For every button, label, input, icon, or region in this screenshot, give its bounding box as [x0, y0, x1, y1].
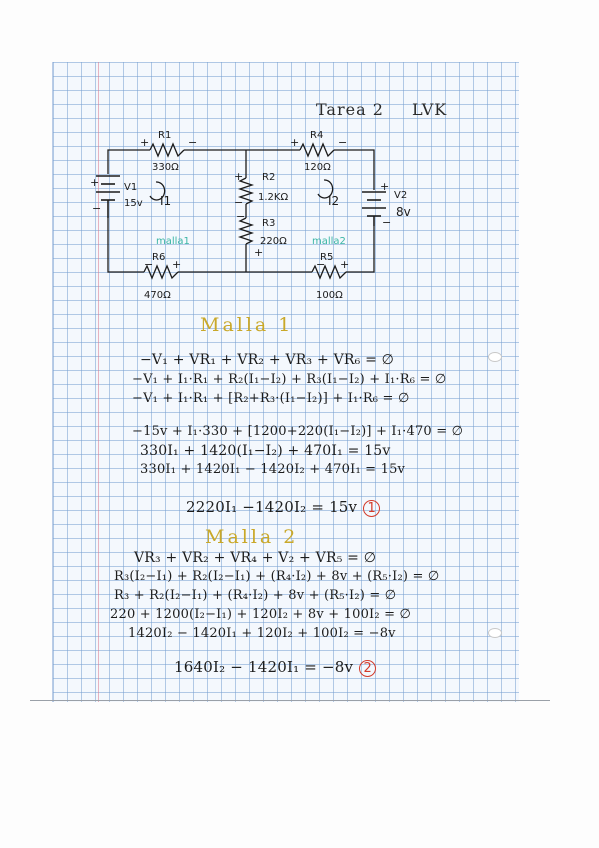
wire: [107, 218, 144, 273]
i1-label: I1: [160, 194, 171, 208]
v1-name: V1: [124, 182, 137, 193]
r4-name: R4: [310, 130, 323, 141]
wire: [346, 226, 375, 273]
equation-marker-2: 2: [359, 660, 377, 677]
resistor-r2: [237, 177, 255, 205]
paper-edge: [30, 700, 550, 701]
mesh1-result-text: 2220I₁ −1420I₂ = 15v: [186, 498, 358, 516]
punch-hole: [488, 352, 502, 362]
mesh1-line-3: −V₁ + I₁·R₁ + [R₂+R₃·(I₁−I₂)] + I₁·R₆ = …: [132, 391, 410, 406]
mesh2-line-3: R₃ + R₂(I₂−I₁) + (R₄·I₂) + 8v + (R₅·I₂) …: [114, 588, 397, 603]
wire: [107, 149, 150, 174]
svg-text:−: −: [316, 258, 325, 271]
svg-text:−: −: [144, 258, 153, 271]
mesh2-line-4: 220 + 1200(I₂−I₁) + 120I₂ + 8v + 100I₂ =…: [110, 607, 412, 622]
r3-value: 220Ω: [260, 236, 287, 247]
r5-value: 100Ω: [316, 290, 343, 301]
svg-text:+: +: [380, 180, 389, 193]
r6-name: R6: [152, 252, 165, 263]
svg-text:−: −: [234, 196, 243, 209]
page-title: Tarea 2 LVK: [316, 100, 469, 119]
svg-text:+: +: [254, 246, 263, 259]
equation-marker-1: 1: [363, 500, 381, 517]
svg-text:+: +: [90, 176, 99, 189]
battery-v1: [96, 175, 120, 218]
mesh2-heading: Malla 2: [205, 526, 299, 548]
mesh1-label: malla1: [156, 236, 190, 247]
svg-text:−: −: [92, 202, 101, 215]
resistor-r3: [237, 217, 255, 245]
mesh1-line-5: 330I₁ + 1420(I₁−I₂) + 470I₁ = 15v: [140, 443, 391, 459]
mesh1-line-6: 330I₁ + 1420I₁ − 1420I₂ + 470I₁ = 15v: [140, 462, 406, 477]
resistor-r6: [143, 264, 179, 280]
r6-value: 470Ω: [144, 290, 171, 301]
margin-line: [98, 62, 99, 702]
mesh1-result: 2220I₁ −1420I₂ = 15v 1: [186, 498, 381, 517]
punch-hole: [488, 628, 502, 638]
resistor-r4: [299, 142, 335, 158]
grid-paper: [52, 62, 519, 702]
r2-value: 1.2KΩ: [258, 192, 288, 203]
mesh1-line-2: −V₁ + I₁·R₁ + R₂(I₁−I₂) + R₃(I₁−I₂) + I₁…: [132, 372, 447, 387]
svg-text:+: +: [290, 136, 299, 149]
svg-text:−: −: [338, 136, 347, 149]
mesh1-heading: Malla 1: [200, 314, 294, 336]
svg-text:−: −: [236, 210, 245, 223]
mesh2-line-2: R₃(I₂−I₁) + R₂(I₂−I₁) + (R₄·I₂) + 8v + (…: [114, 569, 440, 584]
r2-name: R2: [262, 172, 275, 183]
svg-text:+: +: [340, 258, 349, 271]
title-word: Tarea 2: [316, 100, 384, 119]
r4-value: 120Ω: [304, 162, 331, 173]
svg-text:+: +: [234, 170, 243, 183]
i2-label: I2: [328, 194, 339, 208]
r5-name: R5: [320, 252, 333, 263]
resistor-r1: [149, 142, 185, 158]
v2-name: V2: [394, 190, 407, 201]
title-tag: LVK: [411, 100, 448, 119]
mesh1-line-4: −15v + I₁·330 + [1200+220(I₁−I₂)] + I₁·4…: [132, 424, 464, 439]
r1-name: R1: [158, 130, 171, 141]
mesh1-line-1: −V₁ + VR₁ + VR₂ + VR₃ + VR₆ = ∅: [140, 352, 395, 368]
v2-value: 8v: [396, 205, 411, 219]
svg-text:+: +: [172, 258, 181, 271]
i1-loop-arrow: [149, 181, 166, 201]
battery-v2: [362, 191, 386, 226]
r1-value: 330Ω: [152, 162, 179, 173]
svg-text:−: −: [382, 216, 391, 229]
mesh2-label: malla2: [312, 236, 346, 247]
wire: [334, 149, 375, 190]
v1-value: 15v: [124, 198, 143, 209]
r3-name: R3: [262, 218, 275, 229]
i2-loop-arrow: [317, 179, 334, 199]
mesh2-result-text: 1640I₂ − 1420I₁ = −8v: [174, 658, 354, 676]
svg-text:+: +: [140, 136, 149, 149]
mesh2-result: 1640I₂ − 1420I₁ = −8v 2: [174, 658, 377, 677]
mesh2-line-5: 1420I₂ − 1420I₁ + 120I₂ + 100I₂ = −8v: [128, 626, 396, 641]
svg-text:−: −: [188, 136, 197, 149]
mesh2-line-1: VR₃ + VR₂ + VR₄ + V₂ + VR₅ = ∅: [134, 550, 377, 566]
resistor-r5: [311, 264, 347, 280]
